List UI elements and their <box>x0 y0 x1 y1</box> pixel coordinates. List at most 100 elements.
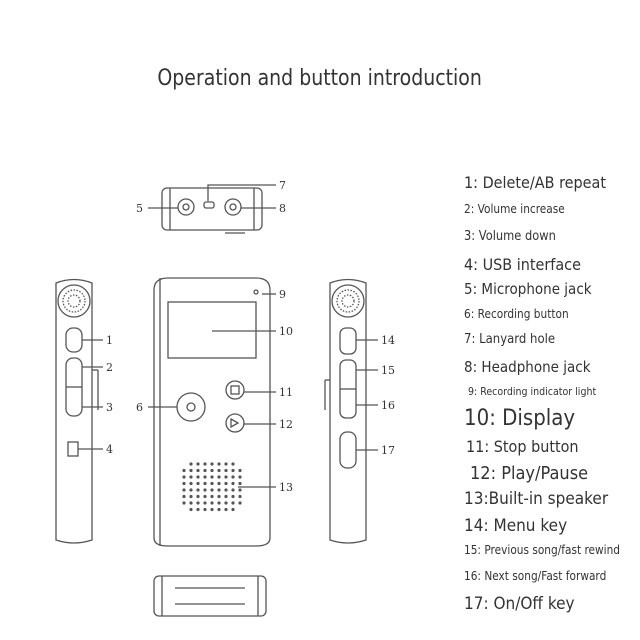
legend-item-8: 8: Headphone jack <box>464 358 591 376</box>
speaker-hole <box>217 507 221 512</box>
legend-item-6: 6: Recording button <box>464 307 569 321</box>
speaker-hole <box>217 462 221 466</box>
diagram-label-16: 16 <box>381 399 395 412</box>
speaker-hole <box>196 462 200 466</box>
speaker-hole <box>224 475 228 479</box>
speaker-hole <box>231 501 235 505</box>
diagram-label-13: 13 <box>279 481 293 494</box>
legend-item-1: 1: Delete/AB repeat <box>464 173 607 192</box>
speaker-hole <box>224 501 228 505</box>
legend-item-9: 9: Recording indicator light <box>468 385 597 398</box>
speaker-hole <box>217 468 221 473</box>
speaker-hole <box>217 475 221 479</box>
speaker-hole <box>189 462 193 466</box>
speaker-hole <box>238 494 242 499</box>
diagram-label-6: 6 <box>136 401 143 414</box>
top-view-device <box>161 187 263 234</box>
diagram-label-14: 14 <box>381 334 395 347</box>
speaker-hole <box>189 475 193 479</box>
speaker-hole <box>182 475 186 479</box>
speaker-hole <box>231 507 235 512</box>
legend-item-5: 5: Microphone jack <box>464 280 592 298</box>
diagram-label-17: 17 <box>381 444 395 457</box>
speaker-hole <box>231 488 235 492</box>
diagram-label-8: 8 <box>279 202 286 215</box>
diagram-label-10: 10 <box>279 325 293 338</box>
speaker-hole <box>238 488 242 492</box>
speaker-hole <box>189 494 193 499</box>
speaker-hole <box>189 481 193 486</box>
bottom-view-device <box>153 575 267 617</box>
diagram-label-7: 7 <box>279 179 286 192</box>
speaker-hole <box>189 507 193 512</box>
front-device <box>153 277 271 547</box>
speaker-hole <box>203 468 207 473</box>
speaker-hole <box>224 507 228 512</box>
speaker-hole <box>238 481 242 486</box>
speaker-hole <box>231 468 235 473</box>
diagram-label-11: 11 <box>279 386 293 399</box>
speaker-hole <box>217 501 221 505</box>
diagram-label-4: 4 <box>106 443 113 456</box>
speaker-hole <box>217 481 221 486</box>
speaker-hole <box>203 475 207 479</box>
legend-item-13: 13:Built-in speaker <box>464 489 609 509</box>
speaker-hole <box>196 481 200 486</box>
legend-item-16: 16: Next song/Fast forward <box>464 569 607 583</box>
speaker-hole <box>203 488 207 492</box>
speaker-hole <box>210 507 214 512</box>
speaker-hole <box>238 501 242 505</box>
speaker-hole <box>210 488 214 492</box>
speaker-hole <box>224 468 228 473</box>
speaker-hole <box>217 488 221 492</box>
speaker-hole <box>210 475 214 479</box>
speaker-hole <box>231 481 235 486</box>
diagram-label-9: 9 <box>279 288 286 301</box>
page-title: Operation and button introduction <box>157 66 483 91</box>
speaker-hole <box>224 488 228 492</box>
legend-item-12: 12: Play/Pause <box>470 463 589 484</box>
diagram-label-15: 15 <box>381 364 395 377</box>
speaker-hole <box>231 462 235 466</box>
speaker-hole <box>182 501 186 505</box>
diagram-label-2: 2 <box>106 361 113 374</box>
speaker-hole <box>210 462 214 466</box>
speaker-hole <box>217 494 221 499</box>
speaker-hole <box>238 468 242 473</box>
speaker-hole <box>189 501 193 505</box>
legend-item-11: 11: Stop button <box>466 437 579 456</box>
speaker-hole <box>182 488 186 492</box>
legend-item-7: 7: Lanyard hole <box>464 332 556 347</box>
legend-item-17: 17: On/Off key <box>464 594 575 614</box>
speaker-hole <box>182 468 186 473</box>
speaker-hole <box>203 501 207 505</box>
legend-item-4: 4: USB interface <box>464 255 581 274</box>
speaker-hole <box>224 494 228 499</box>
speaker-hole <box>210 468 214 473</box>
legend-item-2: 2: Volume increase <box>464 202 565 216</box>
legend-item-10: 10: Display <box>464 406 576 431</box>
diagram-label-12: 12 <box>279 418 293 431</box>
speaker-hole <box>203 462 207 466</box>
speaker-hole <box>224 481 228 486</box>
speaker-hole <box>210 481 214 486</box>
speaker-hole <box>203 494 207 499</box>
speaker-hole <box>196 501 200 505</box>
speaker-hole <box>182 494 186 499</box>
legend-item-3: 3: Volume down <box>464 229 556 244</box>
speaker-hole <box>182 481 186 486</box>
speaker-hole <box>238 475 242 479</box>
speaker-hole <box>196 507 200 512</box>
speaker-hole <box>210 494 214 499</box>
speaker-hole <box>189 488 193 492</box>
speaker-hole <box>196 494 200 499</box>
speaker-hole <box>189 468 193 473</box>
left-side-device <box>55 278 99 544</box>
speaker-grill <box>182 462 242 512</box>
speaker-hole <box>203 507 207 512</box>
speaker-hole <box>231 494 235 499</box>
speaker-hole <box>210 501 214 505</box>
speaker-hole <box>203 481 207 486</box>
